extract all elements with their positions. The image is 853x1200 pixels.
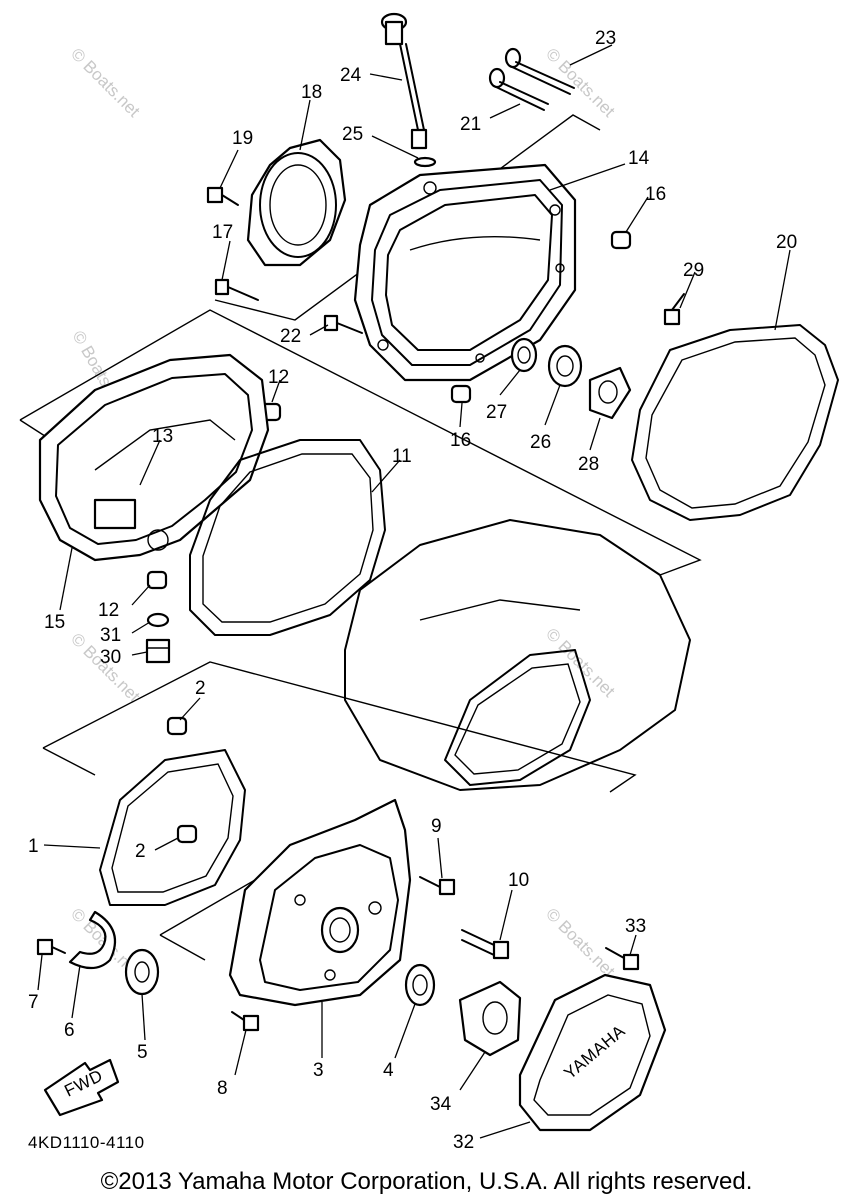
washer-31 <box>146 612 170 628</box>
dowel-2 <box>166 716 188 736</box>
housing-34 <box>458 980 522 1057</box>
clip-6 <box>68 910 117 970</box>
callout-labels: 1 2 2 3 4 5 6 7 8 9 10 11 12 12 13 14 15… <box>28 28 797 1153</box>
callout-27: 27 <box>486 402 507 423</box>
gasket-1 <box>99 749 246 906</box>
dowel-2 <box>176 824 198 844</box>
crankcase-cover-3 <box>228 798 412 1007</box>
fwd-arrow: FWD <box>43 1058 120 1117</box>
callout-12: 12 <box>98 600 119 621</box>
callout-23: 23 <box>595 28 616 49</box>
callout-31: 31 <box>100 625 121 646</box>
callout-33: 33 <box>625 916 646 937</box>
oil-seal-5 <box>124 948 160 996</box>
engine-crankcase <box>344 519 691 791</box>
callout-2: 2 <box>195 678 206 699</box>
callout-10: 10 <box>508 870 529 891</box>
callout-4: 4 <box>383 1060 394 1081</box>
callout-28: 28 <box>578 454 599 475</box>
callout-22: 22 <box>280 326 301 347</box>
callout-34: 34 <box>430 1094 452 1115</box>
callout-3: 3 <box>313 1060 324 1081</box>
bolt-7 <box>36 938 66 956</box>
dowel-12 <box>146 570 168 590</box>
callout-16: 16 <box>645 184 666 205</box>
callout-19: 19 <box>232 128 253 149</box>
copyright-notice: ©2013 Yamaha Motor Corporation, U.S.A. A… <box>100 1168 753 1195</box>
callout-12: 12 <box>268 367 289 388</box>
gasket-11 <box>189 439 386 636</box>
oil-dipstick <box>380 12 428 150</box>
diagram-reference-code: 4KD1110-4110 <box>28 1133 145 1152</box>
callout-29: 29 <box>683 260 704 281</box>
callout-21: 21 <box>460 114 481 135</box>
callout-17: 17 <box>212 222 233 243</box>
callout-25: 25 <box>342 124 363 145</box>
dowel-16 <box>450 384 472 404</box>
assembly-outlines <box>19 114 702 961</box>
callout-30: 30 <box>100 647 121 668</box>
crankshaft-cover-32: YAMAHA <box>518 973 667 1132</box>
bolt-29 <box>663 293 685 326</box>
callout-14: 14 <box>628 148 650 169</box>
callout-9: 9 <box>431 816 442 837</box>
callout-1: 1 <box>28 836 39 857</box>
gasket-20 <box>631 324 839 521</box>
callout-32: 32 <box>453 1132 474 1153</box>
crankcase-cover-left <box>38 353 270 562</box>
crankcase-cover-right <box>353 163 577 382</box>
callout-18: 18 <box>301 82 322 103</box>
oil-seal-4 <box>404 963 436 1007</box>
dipstick-o-ring <box>413 156 437 168</box>
bolt-17 <box>214 278 259 301</box>
bolt-22 <box>323 314 363 334</box>
drain-plug-30 <box>145 638 171 664</box>
bolt-10 <box>461 929 510 960</box>
watermark: © Boats.net <box>67 44 144 121</box>
watermark: © Boats.net <box>542 44 619 121</box>
bolt-23 <box>504 47 575 95</box>
callout-20: 20 <box>776 232 797 253</box>
oil-seal-27 <box>510 337 538 373</box>
callout-7: 7 <box>28 992 39 1013</box>
watermark: © Boats.net <box>542 904 619 981</box>
callout-8: 8 <box>217 1078 228 1099</box>
bolt-21 <box>488 67 549 111</box>
bolt-33 <box>605 947 640 971</box>
bearing-26 <box>547 344 583 388</box>
cover-plate <box>246 138 347 267</box>
callout-6: 6 <box>64 1020 75 1041</box>
callout-26: 26 <box>530 432 551 453</box>
bolt-19 <box>206 186 239 206</box>
callout-13: 13 <box>152 426 173 447</box>
callout-5: 5 <box>137 1042 148 1063</box>
watermark: © Boats.net <box>542 624 619 701</box>
leader-lines <box>37 44 791 1139</box>
callout-2: 2 <box>135 841 146 862</box>
dowel-16 <box>610 230 632 250</box>
retainer-plate-28 <box>588 366 632 420</box>
bolt-9 <box>419 876 456 896</box>
callout-15: 15 <box>44 612 65 633</box>
bolt-8 <box>231 1011 260 1032</box>
callout-11: 11 <box>392 446 412 467</box>
callout-24: 24 <box>340 65 362 86</box>
callout-16: 16 <box>450 430 471 451</box>
